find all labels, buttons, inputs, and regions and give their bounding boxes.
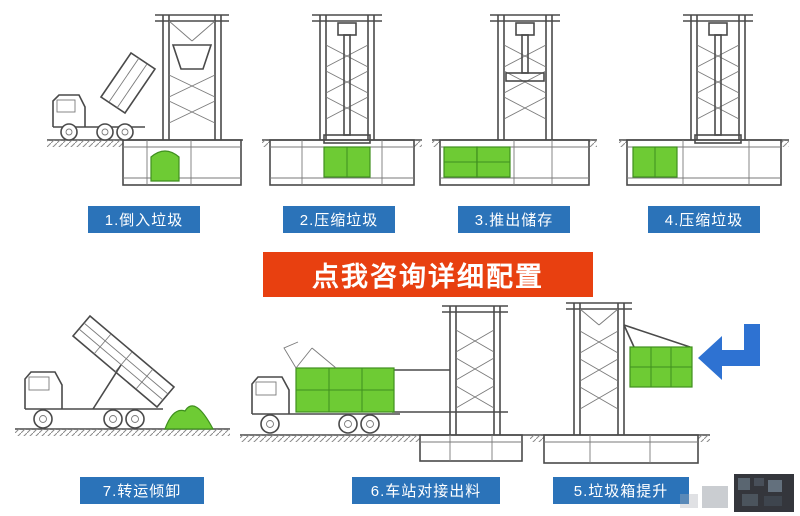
step6-diagram: [240, 305, 530, 462]
tipping-container: [99, 51, 157, 115]
consult-banner[interactable]: 点我咨询详细配置: [263, 252, 593, 297]
press-tower: [312, 14, 382, 144]
container-truck: [251, 341, 400, 434]
press-ram: [694, 34, 742, 144]
tipper-truck: [24, 314, 176, 429]
step-label-3: 3.推出储存: [458, 206, 570, 233]
garbage-heap: [150, 150, 180, 182]
dump-truck: [52, 51, 157, 141]
step7-diagram: [15, 314, 230, 436]
step-label-6: 6.车站对接出料: [352, 477, 500, 504]
station-tower: [392, 305, 508, 435]
step1-diagram: [47, 14, 243, 186]
raised-bed: [71, 314, 176, 409]
underground-pit: [419, 434, 523, 462]
press-tower: [683, 14, 753, 144]
underground-pit: [262, 139, 422, 186]
lifted-container: [623, 324, 693, 388]
press-ram: [323, 34, 371, 144]
step-label-4: 4.压缩垃圾: [648, 206, 760, 233]
step5-diagram: [530, 302, 710, 464]
press-ram: [505, 34, 545, 82]
lift-tower: [566, 302, 632, 435]
step-label-2: 2.压缩垃圾: [283, 206, 395, 233]
underground-pit: [619, 139, 789, 186]
watermark: [680, 474, 794, 512]
lift-tower: [155, 14, 229, 140]
step3-diagram: [432, 14, 597, 186]
underground-pit: [530, 434, 710, 464]
underground-pit: [47, 139, 243, 186]
flow-arrow-icon: [698, 324, 760, 380]
press-tower: [490, 14, 560, 140]
step2-diagram: [262, 14, 422, 186]
stored-garbage: [632, 146, 678, 178]
step-label-1: 1.倒入垃圾: [88, 206, 200, 233]
garbage-container: [295, 367, 395, 413]
underground-pit: [432, 139, 597, 186]
step-label-7: 7.转运倾卸: [80, 477, 204, 504]
dumped-garbage: [164, 405, 214, 430]
stored-garbage: [443, 146, 511, 178]
step4-diagram: [619, 14, 789, 186]
compressed-garbage: [323, 146, 371, 178]
step-label-5: 5.垃圾箱提升: [553, 477, 689, 504]
